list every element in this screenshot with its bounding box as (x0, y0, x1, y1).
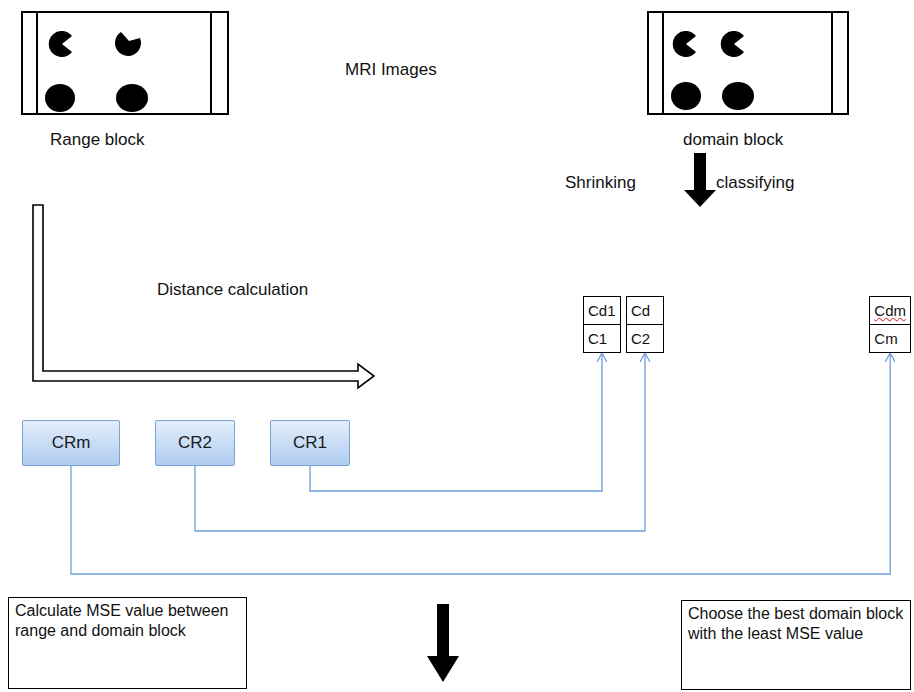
range-class-box: CR1 (270, 420, 350, 466)
down-arrow (684, 153, 716, 207)
connector-arrow (71, 353, 890, 574)
image-block: Range block (22, 12, 228, 152)
circle-shape (116, 84, 148, 112)
circle-shape (45, 84, 75, 112)
image-edge (831, 12, 833, 114)
note-text: Choose the best domain block with the le… (688, 604, 904, 644)
image-block: domain block (648, 12, 848, 152)
image-edge (210, 12, 212, 114)
box-text: C2 (627, 324, 663, 352)
class-box: Cd1C1 (583, 296, 621, 353)
range-image (22, 12, 228, 114)
note-text: Calculate MSE value between range and do… (15, 601, 240, 641)
pacman-shape (721, 31, 744, 57)
box-text: Cd (627, 297, 663, 324)
box-text: CRm (52, 433, 91, 453)
range-class-box: CRm (22, 420, 120, 466)
note-box: Calculate MSE value between range and do… (8, 597, 247, 689)
heading-label: MRI Images (345, 60, 437, 80)
box-text: C1 (584, 324, 620, 352)
block-label: domain block (683, 130, 783, 150)
down-arrow (427, 604, 459, 682)
box-text: CR1 (293, 433, 327, 453)
pacman-shape (49, 31, 72, 57)
box-text: CR2 (178, 433, 212, 453)
step-label: classifying (716, 173, 794, 193)
image-frame (648, 12, 848, 114)
class-box: CdC2 (626, 296, 664, 353)
step-label: Shrinking (565, 173, 636, 193)
circle-shape (722, 82, 754, 110)
block-label: Range block (50, 130, 145, 150)
image-edge (36, 12, 38, 114)
box-text: Cd1 (584, 297, 620, 324)
hollow-arrow (33, 205, 374, 388)
box-text: Cm (870, 324, 910, 352)
range-class-box: CR2 (155, 420, 235, 466)
circle-shape (671, 82, 701, 110)
domain-shapes (671, 31, 754, 110)
domain-image (648, 12, 848, 114)
box-text: Cdm (870, 297, 910, 324)
image-edge (662, 12, 664, 114)
connector-arrow (310, 353, 602, 491)
image-frame (22, 12, 228, 114)
note-box: Choose the best domain block with the le… (681, 600, 911, 690)
connector-arrow (195, 353, 645, 531)
pacman-shape (673, 31, 696, 57)
class-box: CdmCm (869, 296, 911, 353)
pacman-shape (115, 32, 141, 56)
step-label: Distance calculation (157, 280, 308, 300)
range-shapes (45, 31, 148, 112)
